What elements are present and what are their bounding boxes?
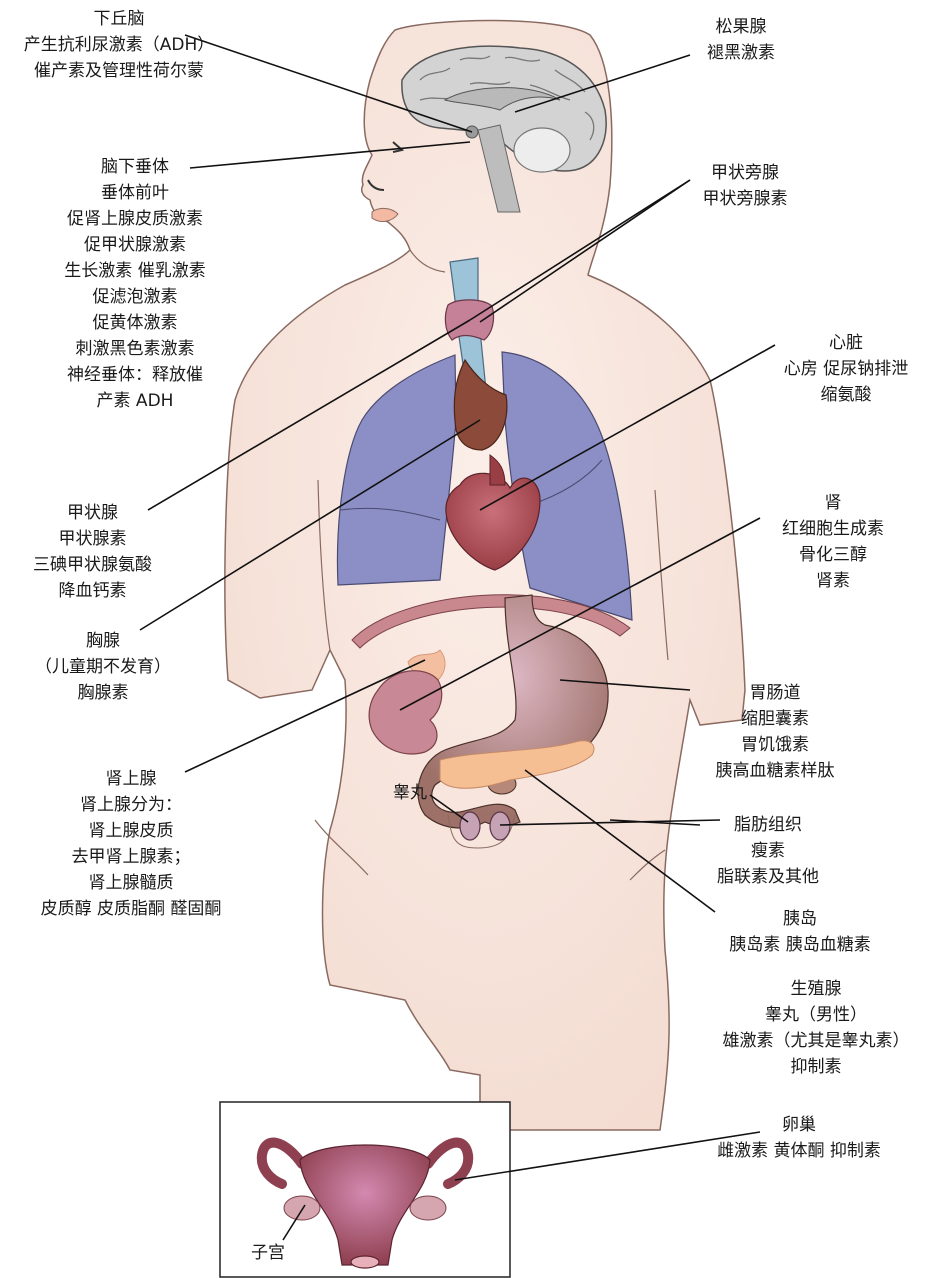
label-ovary: 卵巢 雌激素 黄体酮 抑制素 (684, 1112, 914, 1164)
text-line: 神经垂体：释放催 (20, 362, 250, 388)
text-line: 脂联素及其他 (700, 864, 836, 890)
text-line: 雄激素（尤其是睾丸素） (706, 1028, 926, 1054)
text-line: 瘦素 (700, 838, 836, 864)
text-line: 降血钙素 (10, 578, 175, 604)
text-line: 甲状旁腺 (680, 160, 810, 186)
text-line: 胰岛素 胰岛血糖素 (700, 932, 900, 958)
text-line: （儿童期不发育） (18, 654, 188, 680)
text-line: 脑下垂体 (20, 154, 250, 180)
label-gi: 胃肠道 缩胆囊素 胃饥饿素 胰高血糖素样肽 (690, 680, 860, 784)
label-uterus: 子宫 (238, 1240, 298, 1266)
label-kidney: 肾 红细胞生成素 骨化三醇 肾素 (758, 490, 908, 594)
cerebellum-icon (514, 128, 570, 172)
text-line: 心房 促尿钠排泄 (760, 356, 932, 382)
left-testis-icon (460, 812, 480, 840)
text-line: 松果腺 (686, 14, 796, 40)
text-line: 肾上腺皮质 (4, 818, 258, 844)
left-ovary-icon (284, 1196, 320, 1220)
text-line: 胃肠道 (690, 680, 860, 706)
text-line: 促滤泡激素 (20, 284, 250, 310)
label-hypothalamus: 下丘脑 产生抗利尿激素（ADH） 催产素及管理性荷尔蒙 (4, 6, 234, 84)
text-line: 睾丸（男性） (706, 1002, 926, 1028)
text-line: 甲状旁腺素 (680, 186, 810, 212)
text-line: 生长激素 催乳激素 (20, 258, 250, 284)
text-line: 睾丸 (380, 780, 440, 806)
text-line: 脂肪组织 (700, 812, 836, 838)
text-line: 缩氨酸 (760, 382, 932, 408)
label-adrenal: 肾上腺 肾上腺分为： 肾上腺皮质 去甲肾上腺素； 肾上腺髓质 皮质醇 皮质脂酮 … (4, 766, 258, 922)
text-line: 胰高血糖素样肽 (690, 758, 860, 784)
label-parathyroid: 甲状旁腺 甲状旁腺素 (680, 160, 810, 212)
text-line: 胃饥饿素 (690, 732, 860, 758)
label-thyroid: 甲状腺 甲状腺素 三碘甲状腺氨酸 降血钙素 (10, 500, 175, 604)
text-line: 胸腺 (18, 628, 188, 654)
text-line: 促甲状腺激素 (20, 232, 250, 258)
text-line: 褪黑激素 (686, 40, 796, 66)
text-line: 胸腺素 (18, 680, 188, 706)
text-line: 三碘甲状腺氨酸 (10, 552, 175, 578)
text-line: 催产素及管理性荷尔蒙 (4, 58, 234, 84)
text-line: 产生抗利尿激素（ADH） (4, 32, 234, 58)
label-testis: 睾丸 (380, 780, 440, 806)
label-heart: 心脏 心房 促尿钠排泄 缩氨酸 (760, 330, 932, 408)
label-gonads: 生殖腺 睾丸（男性） 雄激素（尤其是睾丸素） 抑制素 (706, 976, 926, 1080)
text-line: 肾素 (758, 568, 908, 594)
label-pineal: 松果腺 褪黑激素 (686, 14, 796, 66)
text-line: 红细胞生成素 (758, 516, 908, 542)
text-line: 肾上腺分为： (4, 792, 258, 818)
text-line: 抑制素 (706, 1054, 926, 1080)
text-line: 肾 (758, 490, 908, 516)
text-line: 生殖腺 (706, 976, 926, 1002)
text-line: 缩胆囊素 (690, 706, 860, 732)
text-line: 雌激素 黄体酮 抑制素 (684, 1138, 914, 1164)
right-testis-icon (490, 812, 510, 840)
text-line: 产素 ADH (20, 388, 250, 414)
body-silhouette (225, 20, 745, 1130)
right-ovary-icon (410, 1196, 446, 1220)
text-line: 下丘脑 (4, 6, 234, 32)
text-line: 心脏 (760, 330, 932, 356)
text-line: 促黄体激素 (20, 310, 250, 336)
label-pancreas: 胰岛 胰岛素 胰岛血糖素 (700, 906, 900, 958)
text-line: 促肾上腺皮质激素 (20, 206, 250, 232)
text-line: 肾上腺髓质 (4, 870, 258, 896)
text-line: 子宫 (238, 1240, 298, 1266)
text-line: 刺激黑色素激素 (20, 336, 250, 362)
label-thymus: 胸腺 （儿童期不发育） 胸腺素 (18, 628, 188, 706)
text-line: 卵巢 (684, 1112, 914, 1138)
text-line: 皮质醇 皮质脂酮 醛固酮 (4, 896, 258, 922)
label-pituitary: 脑下垂体 垂体前叶 促肾上腺皮质激素 促甲状腺激素 生长激素 催乳激素 促滤泡激… (20, 154, 250, 414)
text-line: 去甲肾上腺素； (4, 844, 258, 870)
text-line: 胰岛 (700, 906, 900, 932)
text-line: 骨化三醇 (758, 542, 908, 568)
label-adipose: 脂肪组织 瘦素 脂联素及其他 (700, 812, 836, 890)
text-line: 垂体前叶 (20, 180, 250, 206)
text-line: 甲状腺素 (10, 526, 175, 552)
cervix-opening (351, 1256, 379, 1268)
text-line: 甲状腺 (10, 500, 175, 526)
text-line: 肾上腺 (4, 766, 258, 792)
